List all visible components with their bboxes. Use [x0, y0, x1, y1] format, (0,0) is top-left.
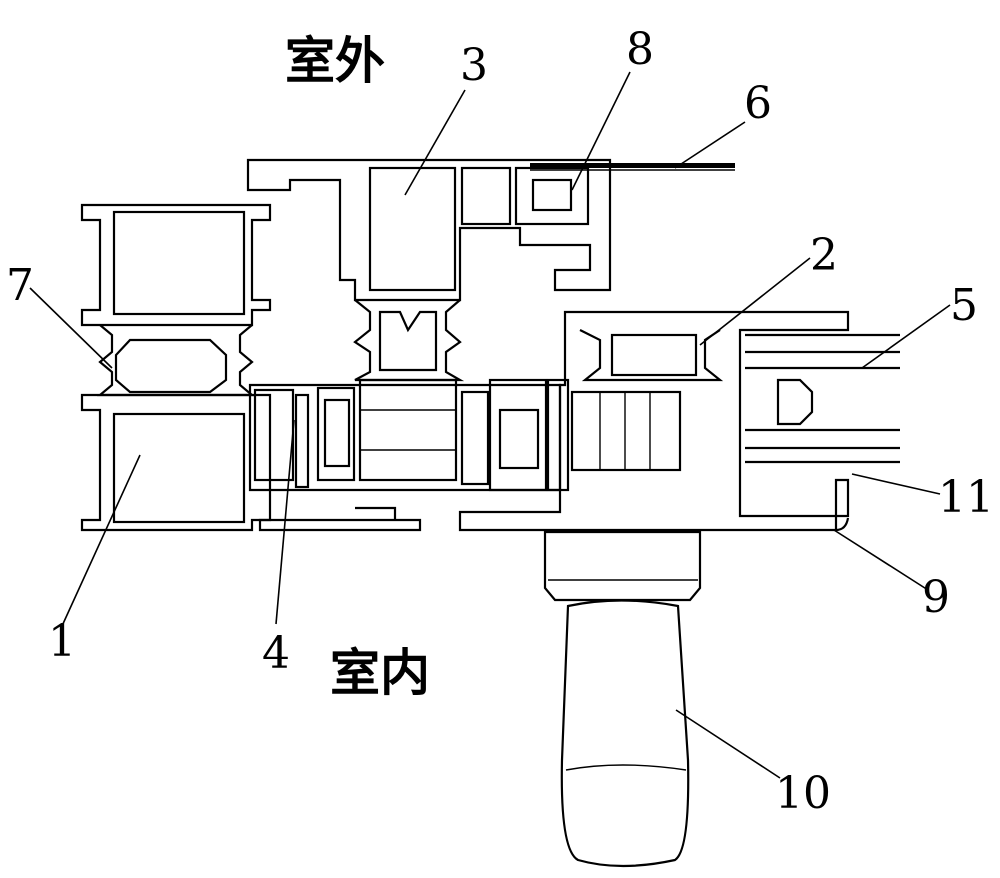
center-hardware: [248, 378, 570, 532]
leader-lines: [29, 71, 951, 779]
part-10-handle: [543, 530, 702, 868]
leader-11: [851, 473, 941, 495]
leader-5: [861, 304, 951, 369]
leader-9: [833, 529, 929, 591]
part-label-8: 8: [626, 24, 654, 75]
part-label-3: 3: [460, 40, 488, 91]
leader-8: [571, 71, 631, 191]
part-label-10: 10: [775, 768, 831, 819]
part-1-left-frame: [80, 203, 272, 532]
leader-6: [674, 121, 746, 169]
leader-1: [61, 454, 141, 627]
leader-10: [675, 709, 781, 779]
part-label-9: 9: [922, 572, 950, 623]
part-6-strip: [530, 163, 735, 171]
part-label-4: 4: [262, 628, 290, 679]
part-label-1: 1: [48, 616, 76, 667]
leader-4: [275, 419, 295, 625]
indoor-label: 室内: [330, 644, 430, 702]
part-label-6: 6: [744, 78, 772, 129]
leader-7: [29, 287, 113, 369]
part-label-5: 5: [950, 280, 978, 331]
part-label-7: 7: [6, 260, 34, 311]
leader-3: [404, 89, 466, 196]
part-label-2: 2: [810, 230, 838, 281]
part-2-right-sash: [458, 310, 900, 532]
part-label-11: 11: [938, 472, 994, 523]
part-3-upper-frame: [246, 158, 612, 382]
outdoor-label: 室外: [285, 32, 385, 90]
